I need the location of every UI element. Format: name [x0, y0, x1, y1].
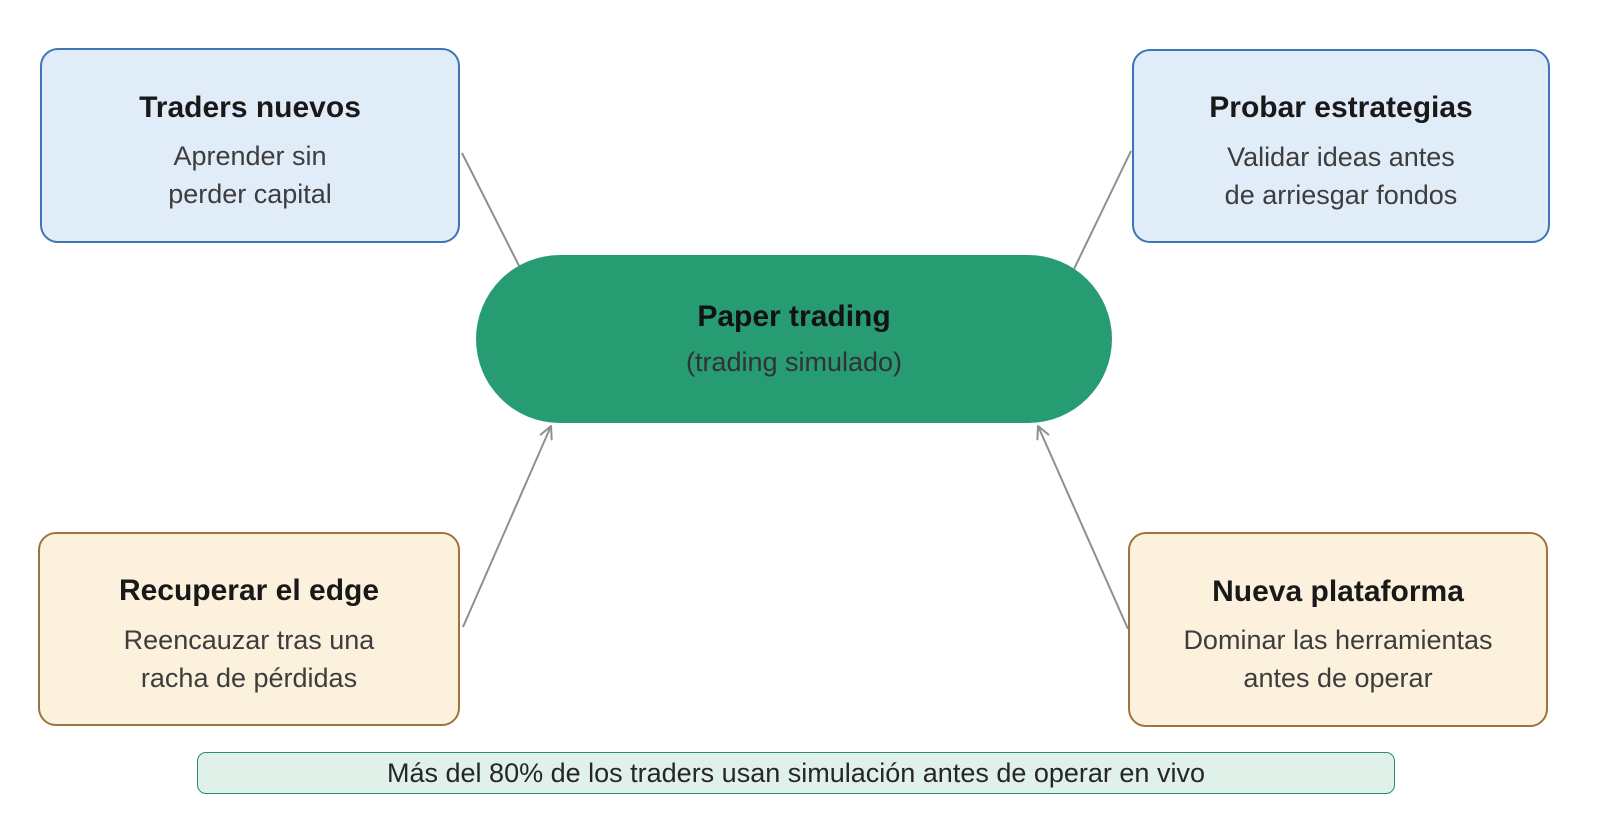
stat-banner: Más del 80% de los traders usan simulaci… — [197, 752, 1395, 794]
arrow-recuperar-el-edge-to-center — [462, 425, 553, 628]
node-paper-trading-center: Paper trading (trading simulado) — [476, 255, 1112, 423]
node-subtitle: Aprender sin perder capital — [168, 138, 332, 214]
node-title: Recuperar el edge — [118, 574, 380, 608]
stat-banner-text: Más del 80% de los traders usan simulaci… — [387, 757, 1205, 788]
arrow-nueva-plataforma-to-center — [1036, 425, 1129, 630]
node-subtitle: Reencauzar tras una racha de pérdidas — [124, 622, 375, 698]
center-node-subtitle: (trading simulado) — [685, 347, 903, 377]
node-nueva-plataforma: Nueva plataforma Dominar las herramienta… — [1128, 532, 1548, 727]
node-subtitle-line1: Dominar las herramientas — [1183, 625, 1493, 656]
node-subtitle-line1: Aprender sin — [173, 141, 327, 172]
node-recuperar-el-edge: Recuperar el edge Reencauzar tras una ra… — [38, 532, 460, 726]
node-subtitle-line2: racha de pérdidas — [140, 662, 358, 693]
node-title: Traders nuevos — [139, 90, 361, 124]
node-subtitle-line2: antes de operar — [1243, 663, 1433, 694]
node-probar-estrategias: Probar estrategias Validar ideas antes d… — [1132, 49, 1550, 243]
node-subtitle-line1: Validar ideas antes — [1227, 141, 1455, 172]
node-subtitle: Validar ideas antes de arriesgar fondos — [1225, 139, 1458, 215]
node-subtitle-line1: Reencauzar tras una — [123, 624, 375, 655]
node-subtitle: Dominar las herramientas antes de operar — [1183, 622, 1492, 698]
node-title: Probar estrategias — [1209, 91, 1473, 125]
node-subtitle-line2: de arriesgar fondos — [1224, 179, 1458, 210]
node-title: Nueva plataforma — [1212, 574, 1464, 608]
node-traders-nuevos: Traders nuevos Aprender sin perder capit… — [40, 48, 460, 243]
node-subtitle-line2: perder capital — [168, 179, 332, 210]
center-node-title: Paper trading — [697, 300, 891, 333]
